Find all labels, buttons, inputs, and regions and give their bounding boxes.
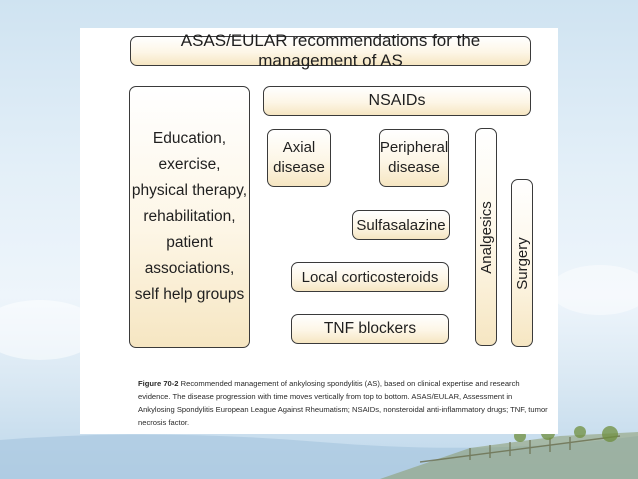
diagram-panel: ASAS/EULAR recommendations for the manag…	[80, 28, 558, 434]
analgesics-label: Analgesics	[477, 200, 495, 274]
axial-disease-box: Axial disease	[267, 129, 331, 187]
left-box-line: Education,	[152, 130, 227, 147]
figure-caption: Figure 70-2 Recommended management of an…	[138, 377, 550, 429]
nsaids-label: NSAIDs	[368, 92, 426, 109]
axial-label-line1: Axial	[282, 139, 316, 156]
diagram-title: ASAS/EULAR recommendations for the manag…	[130, 31, 531, 70]
nsaids-box: NSAIDs	[263, 86, 531, 116]
sulfasalazine-box: Sulfasalazine	[352, 210, 450, 240]
left-box-line: physical therapy,	[131, 182, 248, 199]
corticosteroids-label: Local corticosteroids	[301, 268, 439, 286]
surgery-box: Surgery	[511, 179, 533, 347]
local-corticosteroids-box: Local corticosteroids	[291, 262, 449, 292]
peripheral-label-line2: disease	[388, 159, 440, 176]
left-box-line: exercise,	[158, 156, 221, 173]
surgery-label: Surgery	[513, 236, 531, 290]
diagram-title-text: ASAS/EULAR recommendations for the manag…	[180, 31, 481, 70]
left-box-line: rehabilitation,	[143, 208, 236, 225]
left-box-line: self help groups	[134, 286, 245, 303]
axial-label-line2: disease	[273, 159, 325, 176]
analgesics-box: Analgesics	[475, 128, 497, 346]
figure-label: Figure 70-2	[138, 379, 179, 388]
peripheral-disease-box: Peripheral disease	[379, 129, 449, 187]
peripheral-label-line1: Peripheral	[379, 139, 449, 156]
caption-text: Recommended management of ankylosing spo…	[138, 379, 548, 427]
tnf-blockers-box: TNF blockers	[291, 314, 449, 344]
tnf-label: TNF blockers	[323, 320, 417, 337]
left-box-line: associations,	[144, 260, 235, 277]
left-box-line: patient	[166, 234, 213, 251]
sulfasalazine-label: Sulfasalazine	[356, 216, 446, 234]
nonpharmacological-box: Education, exercise, physical therapy, r…	[129, 86, 250, 348]
